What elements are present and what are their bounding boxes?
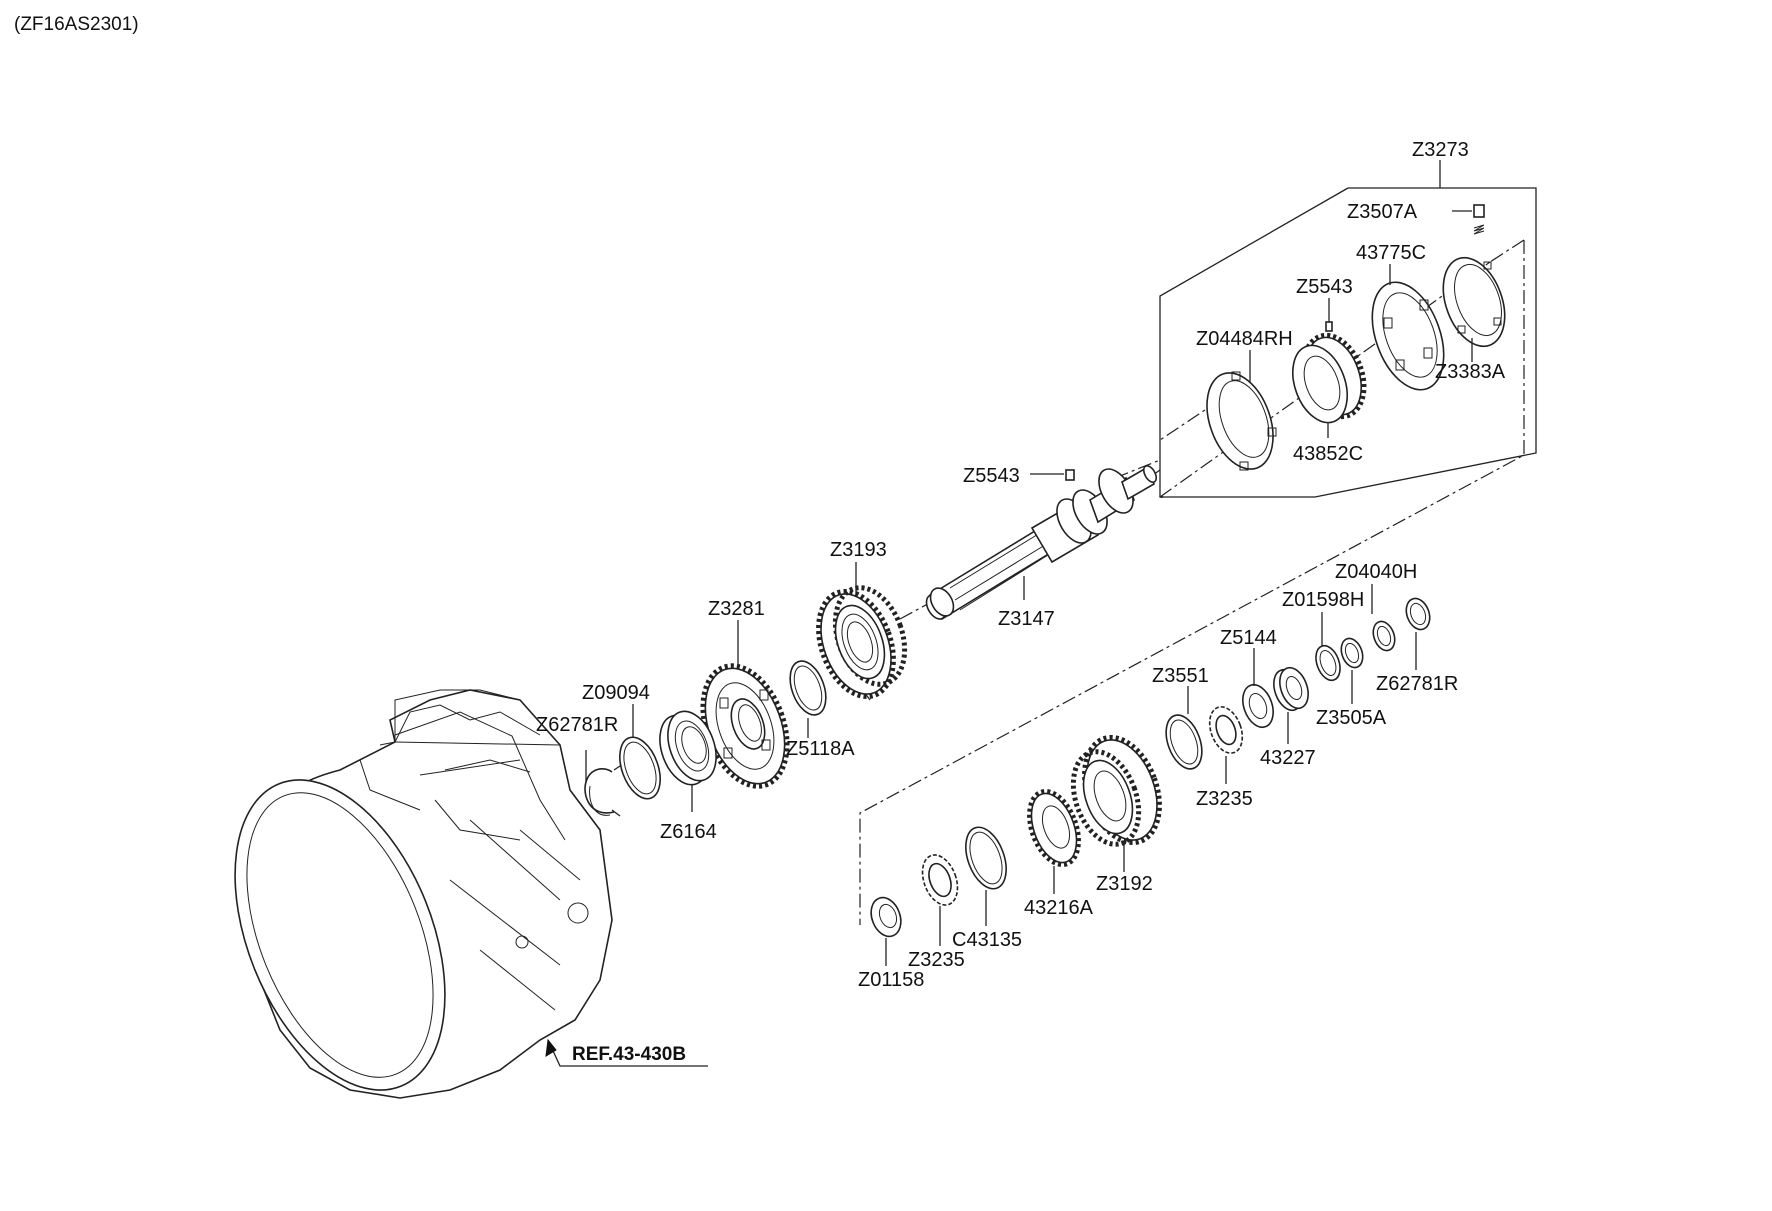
- snap-ring-left: [584, 765, 621, 817]
- gear-z3193: [816, 585, 908, 700]
- label-z3281: Z3281: [708, 598, 765, 620]
- label-z3147: Z3147: [998, 608, 1055, 630]
- label-z3235-lower: Z3235: [908, 949, 965, 971]
- label-z5144: Z5144: [1220, 627, 1277, 649]
- ring-z04040h: [1372, 620, 1396, 652]
- label-43775c: 43775C: [1356, 242, 1426, 264]
- ring-z09094: [619, 736, 661, 800]
- label-43227: 43227: [1260, 747, 1316, 769]
- gear-43216a: [1027, 789, 1081, 867]
- spring-z3507a: [1452, 204, 1485, 235]
- ring-c43135: [965, 826, 1007, 890]
- lower-group-outline: [859, 239, 1525, 925]
- bearing-z3235-lower: [921, 854, 959, 906]
- label-z3551: Z3551: [1152, 665, 1209, 687]
- label-z3507a: Z3507A: [1347, 201, 1418, 223]
- label-z3235-upper: Z3235: [1196, 788, 1253, 810]
- part-labels: Z3273 Z3507A 43775C Z5543 Z04484RH Z3383…: [536, 139, 1506, 991]
- leader-lines: [585, 160, 1473, 966]
- pin-z5543-top: [1325, 321, 1333, 332]
- gear-z3192: [1070, 734, 1162, 847]
- ring-z04484rh: [1206, 371, 1277, 471]
- label-z09094: Z09094: [582, 682, 650, 704]
- label-z5543-top: Z5543: [1296, 276, 1353, 298]
- label-z62781r-left: Z62781R: [536, 714, 618, 736]
- bearing-43227: [1273, 666, 1309, 712]
- ring-z01598h: [1315, 644, 1341, 682]
- label-z3192: Z3192: [1096, 873, 1153, 895]
- label-43216a: 43216A: [1024, 897, 1094, 919]
- ring-z3383a: [1442, 256, 1506, 348]
- ring-z3551: [1165, 714, 1203, 770]
- main-shaft: [925, 465, 1158, 621]
- bearing-z6164: [659, 710, 717, 786]
- sync-hub-43852c: [1292, 332, 1367, 424]
- label-z01598h: Z01598H: [1282, 589, 1364, 611]
- snap-ring-right: [1405, 597, 1431, 631]
- diagram-code: (ZF16AS2301): [14, 14, 139, 35]
- reference-callout: REF.43-430B: [545, 1038, 708, 1067]
- label-z01158: Z01158: [858, 969, 924, 991]
- label-z04040h: Z04040H: [1335, 561, 1417, 583]
- bearing-z3235-upper: [1208, 706, 1244, 754]
- gear-z3281: [700, 663, 790, 789]
- washer-z01158: [870, 896, 902, 938]
- label-z6164: Z6164: [660, 821, 717, 843]
- label-z3383a: Z3383A: [1435, 361, 1506, 383]
- transmission-housing: [234, 689, 613, 1099]
- ring-z5118a: [789, 660, 827, 716]
- label-z5543-mid: Z5543: [963, 465, 1020, 487]
- plate-43775c: [1371, 281, 1445, 391]
- label-c43135: C43135: [952, 929, 1022, 951]
- washer-z3505a: [1340, 637, 1364, 669]
- label-z5118a: Z5118A: [786, 738, 855, 760]
- label-z3273: Z3273: [1412, 139, 1469, 161]
- label-z62781r-right: Z62781R: [1376, 673, 1458, 695]
- pin-z5543-mid: [1030, 469, 1075, 481]
- label-z3193: Z3193: [830, 539, 887, 561]
- washer-z5144: [1242, 683, 1274, 729]
- reference-label: REF.43-430B: [572, 1044, 686, 1065]
- label-43852c: 43852C: [1293, 443, 1363, 465]
- label-z3505a: Z3505A: [1316, 707, 1387, 729]
- label-z04484rh: Z04484RH: [1196, 328, 1293, 350]
